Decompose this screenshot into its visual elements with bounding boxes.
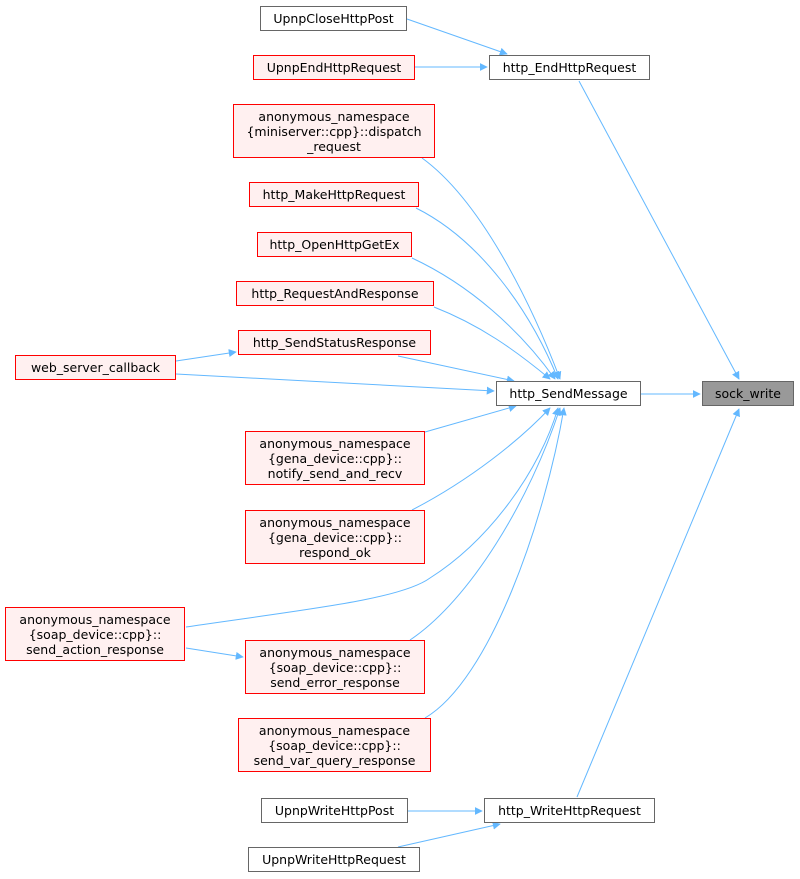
edge-web-server-callback-to-http-sendmessage	[175, 373, 495, 395]
node-label-line: http_OpenHttpGetEx	[269, 237, 400, 252]
node-soap-send-var-query-response[interactable]: anonymous_namespace{soap_device::cpp}::s…	[238, 718, 431, 772]
edge-notify-send-and-recv-to-http-sendmessage	[424, 404, 517, 433]
node-label-line: send_error_response	[270, 674, 400, 690]
node-upnpwritehttppost[interactable]: UpnpWriteHttpPost	[261, 798, 408, 823]
node-http-sendstatusresponse[interactable]: http_SendStatusResponse	[238, 330, 431, 355]
node-label-line: UpnpWriteHttpPost	[274, 803, 395, 818]
node-soap-send-error-response[interactable]: anonymous_namespace{soap_device::cpp}::s…	[245, 640, 425, 694]
edge-send-action-response-to-send-error-response	[185, 647, 244, 660]
edge-http-makehttprequest-to-http-sendmessage	[415, 207, 559, 380]
edge-upnpclosehttppost-to-http-endhttprequest	[406, 18, 508, 56]
edge-http-openhttpgetex-to-http-sendmessage	[411, 257, 556, 380]
node-label-line: notify_send_and_recv	[267, 465, 403, 481]
node-gena-respond-ok[interactable]: anonymous_namespace{gena_device::cpp}::r…	[245, 510, 425, 564]
edge-http-writehttprequest-to-sock-write	[576, 408, 740, 798]
node-label-line: {soap_device::cpp}::	[28, 626, 162, 642]
node-label-line: send_action_response	[26, 641, 164, 657]
node-miniserver-dispatch-request[interactable]: anonymous_namespace{miniserver::cpp}::di…	[233, 104, 435, 158]
node-label-line: UpnpEndHttpRequest	[266, 60, 402, 75]
node-http-writehttprequest[interactable]: http_WriteHttpRequest	[484, 798, 655, 823]
edge-send-var-query-response-to-http-sendmessage	[424, 407, 567, 719]
node-http-openhttpgetex[interactable]: http_OpenHttpGetEx	[257, 232, 412, 257]
edge-dispatch-request-to-http-sendmessage	[421, 157, 562, 380]
node-label-line: http_WriteHttpRequest	[498, 803, 641, 818]
node-label-line: anonymous_namespace	[259, 514, 411, 530]
node-label-line: anonymous_namespace	[259, 644, 411, 660]
node-label-line: http_RequestAndResponse	[251, 286, 419, 301]
node-label-line: {soap_device::cpp}::	[268, 737, 401, 753]
node-label-line: UpnpWriteHttpRequest	[262, 852, 406, 867]
node-http-sendmessage[interactable]: http_SendMessage	[496, 381, 641, 406]
node-label-line: send_var_query_response	[253, 752, 416, 768]
node-label-line: anonymous_namespace	[258, 108, 410, 124]
edge-http-sendstatusresponse-to-http-sendmessage	[397, 355, 515, 384]
node-gena-notify-send-and-recv[interactable]: anonymous_namespace{gena_device::cpp}::n…	[245, 431, 425, 485]
node-label-line: http_EndHttpRequest	[502, 60, 637, 75]
node-http-makehttprequest[interactable]: http_MakeHttpRequest	[249, 182, 419, 207]
node-label-line: http_SendMessage	[509, 386, 628, 401]
node-upnpendhttprequest[interactable]: UpnpEndHttpRequest	[253, 55, 415, 80]
node-web-server-callback[interactable]: web_server_callback	[15, 355, 176, 380]
node-http-endhttprequest[interactable]: http_EndHttpRequest	[489, 55, 650, 80]
edge-web-server-callback-to-http-sendstatusresponse	[175, 349, 237, 362]
node-label-line: sock_write	[715, 386, 781, 401]
node-label-line: anonymous_namespace	[259, 435, 411, 451]
node-label-line: web_server_callback	[30, 360, 161, 375]
edge-send-action-response-to-http-sendmessage	[185, 407, 560, 628]
edge-send-error-response-to-http-sendmessage	[409, 407, 562, 641]
node-label-line: anonymous_namespace	[258, 722, 411, 738]
node-upnpwritehttprequest[interactable]: UpnpWriteHttpRequest	[248, 847, 420, 872]
node-label-line: respond_ok	[299, 544, 371, 560]
edge-http-endhttprequest-to-sock-write	[578, 80, 740, 380]
edge-http-requestandresponse-to-http-sendmessage	[433, 306, 551, 380]
node-label-line: UpnpCloseHttpPost	[273, 11, 394, 26]
node-soap-send-action-response[interactable]: anonymous_namespace{soap_device::cpp}::s…	[5, 607, 185, 661]
node-upnpclosehttppost[interactable]: UpnpCloseHttpPost	[260, 6, 407, 31]
node-label-line: {soap_device::cpp}::	[268, 659, 402, 675]
node-label-line: _request	[307, 138, 361, 154]
node-label-line: {miniserver::cpp}::dispatch	[246, 123, 422, 139]
node-label-line: {gena_device::cpp}::	[267, 529, 402, 545]
node-label-line: anonymous_namespace	[19, 611, 171, 627]
edge-upnpwritehttprequest-to-http-writehttprequest	[397, 821, 501, 848]
node-http-requestandresponse[interactable]: http_RequestAndResponse	[236, 281, 434, 306]
node-sock-write: sock_write	[702, 381, 794, 406]
node-label-line: http_SendStatusResponse	[252, 335, 417, 350]
node-label-line: http_MakeHttpRequest	[262, 187, 406, 202]
edge-respond-ok-to-http-sendmessage	[411, 407, 551, 511]
node-label-line: {gena_device::cpp}::	[267, 450, 402, 466]
